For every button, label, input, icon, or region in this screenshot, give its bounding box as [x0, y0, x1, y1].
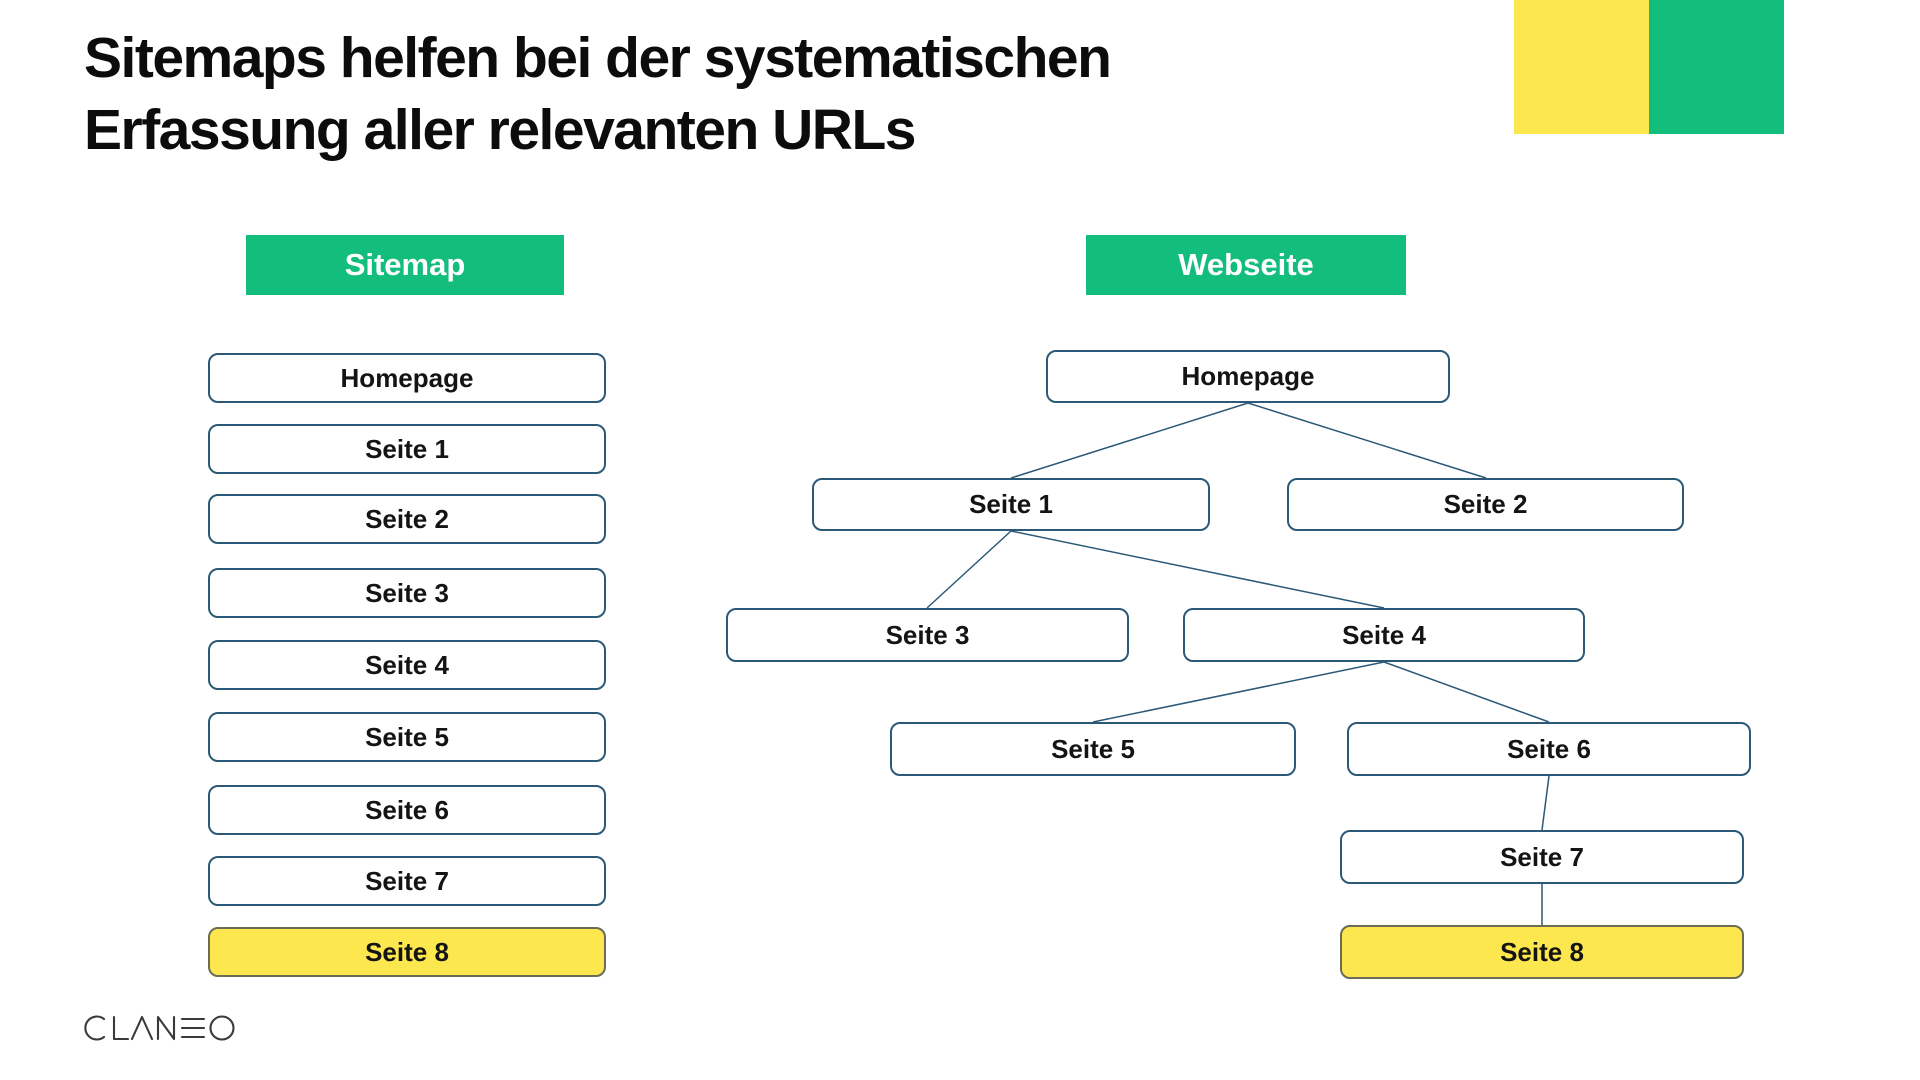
sitemap-item-seite-7: Seite 7: [208, 856, 606, 906]
edge-seite4-seite5: [1092, 661, 1385, 723]
edge-seite4-seite6: [1383, 661, 1550, 723]
tree-node-seite-7: Seite 7: [1340, 830, 1744, 884]
sitemap-item-seite-5: Seite 5: [208, 712, 606, 762]
green-square: [1649, 0, 1784, 134]
sitemap-item-seite-4: Seite 4: [208, 640, 606, 690]
webseite-header: Webseite: [1086, 235, 1406, 295]
tree-node-seite-2: Seite 2: [1287, 478, 1684, 531]
tree-node-seite-6: Seite 6: [1347, 722, 1751, 776]
tree-node-homepage: Homepage: [1046, 350, 1450, 403]
tree-node-seite-3: Seite 3: [726, 608, 1129, 662]
edge-homepage-seite2: [1247, 402, 1487, 479]
yellow-square: [1514, 0, 1649, 134]
page-title-line-1: Sitemaps helfen bei der systematischen: [84, 26, 1112, 90]
sitemap-item-seite-6: Seite 6: [208, 785, 606, 835]
edge-seite1-seite3: [926, 530, 1012, 609]
edge-seite6-seite7: [1541, 775, 1550, 831]
page-title: Sitemaps helfen bei der systematischen E…: [84, 22, 1324, 166]
edge-seite1-seite4: [1010, 530, 1385, 609]
sitemap-item-seite-8: Seite 8: [208, 927, 606, 977]
logo-letter-c: [84, 1015, 106, 1041]
sitemap-item-seite-2: Seite 2: [208, 494, 606, 544]
tree-node-seite-4: Seite 4: [1183, 608, 1585, 662]
sitemap-item-seite-1: Seite 1: [208, 424, 606, 474]
logo-letter-o: [209, 1015, 235, 1041]
sitemap-header: Sitemap: [246, 235, 564, 295]
logo-letter-e: [180, 1017, 206, 1039]
logo-letter-n: [156, 1015, 176, 1041]
page-title-line-2: Erfassung aller relevanten URLs: [84, 98, 917, 162]
sitemap-item-homepage: Homepage: [208, 353, 606, 403]
edge-homepage-seite1: [1010, 402, 1249, 479]
sitemap-item-seite-3: Seite 3: [208, 568, 606, 618]
claneo-logo: [84, 1015, 235, 1041]
tree-node-seite-1: Seite 1: [812, 478, 1210, 531]
logo-letter-l: [112, 1015, 130, 1041]
logo-letter-a: [130, 1015, 154, 1041]
tree-node-seite-5: Seite 5: [890, 722, 1296, 776]
tree-node-seite-8: Seite 8: [1340, 925, 1744, 979]
